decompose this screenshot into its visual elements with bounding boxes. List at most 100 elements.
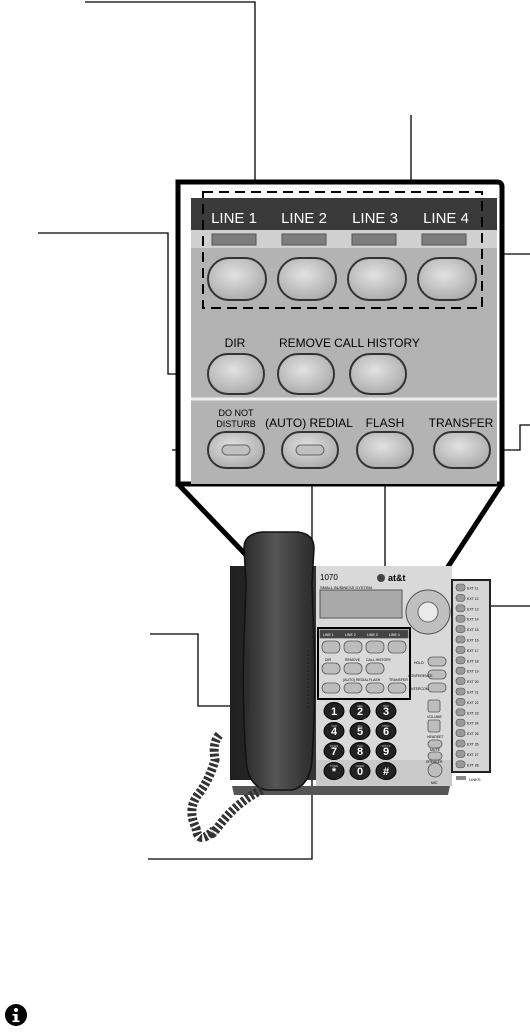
extension-key[interactable]	[455, 760, 466, 769]
extension-key[interactable]	[455, 708, 466, 717]
extension-label: EXT 20	[467, 680, 479, 684]
brand-label: at&t	[388, 573, 406, 583]
keypad-key-star[interactable]	[323, 762, 345, 780]
call-history-label: CALL HISTORY	[334, 336, 420, 350]
extension-label: EXT 21	[467, 691, 479, 695]
extension-key[interactable]	[455, 594, 466, 602]
line-1-key[interactable]	[207, 257, 267, 301]
keypad-letters: PQRS	[330, 744, 339, 748]
keypad-key-1[interactable]	[323, 702, 345, 720]
led-row	[211, 233, 467, 246]
keypad-digit: 7	[331, 746, 337, 758]
links-indicator	[456, 776, 466, 780]
mini-callout-highlight	[317, 627, 411, 700]
extension-label: EXT 23	[467, 711, 479, 715]
extension-key[interactable]	[455, 718, 466, 727]
dnd-led	[221, 444, 251, 456]
mini-redial-key	[343, 682, 363, 694]
keypad-key-8[interactable]	[349, 742, 371, 760]
auto-redial-label: (AUTO) REDIAL	[265, 416, 353, 430]
keypad-letters: TONE	[330, 764, 338, 768]
extension-key[interactable]	[455, 677, 466, 685]
keypad-key-5[interactable]	[349, 722, 371, 740]
model-label: 1070	[320, 573, 338, 582]
mini-dir-key	[321, 662, 341, 675]
telephone: 1070 at&t SMALL BUSINESS SYSTEM LINE 1 L…	[187, 531, 491, 842]
mini-remove-key	[343, 662, 363, 675]
function-keys	[207, 353, 407, 395]
keypad-digit: 1	[331, 706, 337, 718]
keypad-digit: 0	[357, 766, 363, 778]
keypad-letters: GHI	[331, 724, 337, 728]
callout-panel: LINE 1 LINE 2 LINE 3 LINE 4 DIR REMOVE C…	[175, 179, 505, 487]
mini-dnd-key	[321, 682, 341, 694]
mini-line-key	[321, 640, 341, 654]
hold-label: HOLD	[414, 661, 424, 665]
keypad-key-pound[interactable]	[375, 762, 397, 780]
transfer-label: TRANSFER	[429, 416, 494, 430]
dnd-label: DO NOT	[219, 408, 255, 418]
handset-cord	[187, 730, 264, 842]
line-key-label: LINE 3	[352, 210, 398, 227]
extension-key[interactable]	[455, 604, 466, 613]
extension-key[interactable]	[455, 666, 466, 675]
extension-key[interactable]	[455, 614, 466, 623]
extension-label: EXT 15	[467, 628, 479, 632]
flash-key[interactable]	[356, 431, 414, 469]
headset-label: HEADSET	[427, 735, 444, 739]
mini-history-key	[365, 662, 385, 675]
mute-label: MUTE	[430, 748, 441, 752]
line-2-key[interactable]	[277, 257, 337, 301]
keypad-key-9[interactable]	[375, 742, 397, 760]
mini-line-key	[343, 640, 363, 654]
keypad-digit: 9	[383, 746, 389, 758]
leader-handset	[150, 633, 243, 707]
keypad-key-0[interactable]	[349, 762, 371, 780]
line-4-key[interactable]	[417, 257, 477, 301]
handset	[242, 531, 316, 791]
mini-bottom-label: FLASH	[369, 678, 381, 682]
extension-key[interactable]	[455, 687, 466, 696]
extension-key[interactable]	[455, 698, 466, 706]
extension-key[interactable]	[455, 729, 466, 737]
led-indicator	[421, 233, 467, 246]
keypad-key-6[interactable]	[375, 722, 397, 740]
extension-key[interactable]	[455, 583, 466, 592]
leader-transfer	[498, 424, 530, 451]
extension-label: EXT 14	[467, 618, 479, 622]
mini-bottom-label: TRANSFER	[389, 678, 408, 682]
extension-key[interactable]	[455, 739, 466, 748]
keypad-letters: ABC	[357, 704, 364, 708]
extension-label: EXT 13	[467, 607, 479, 611]
extension-key[interactable]	[455, 750, 466, 758]
led-indicator	[211, 233, 257, 246]
led-indicator	[351, 233, 397, 246]
hold-key	[427, 656, 447, 667]
redial-led	[295, 444, 325, 456]
volume-label: VOLUME	[427, 715, 442, 719]
remove-key[interactable]	[277, 353, 335, 395]
keypad-key-3[interactable]	[375, 702, 397, 720]
dir-key[interactable]	[207, 353, 265, 395]
keypad-digit: #	[383, 766, 389, 778]
mini-function-label: REMOVE	[345, 658, 361, 662]
call-history-key[interactable]	[349, 353, 407, 395]
keypad-letters: JKL	[357, 724, 363, 728]
led-indicator	[281, 233, 327, 246]
links-label: LINKS	[469, 777, 481, 782]
extension-key[interactable]	[455, 656, 466, 665]
mini-line-key	[365, 640, 385, 654]
extension-key[interactable]	[455, 646, 466, 654]
extension-key[interactable]	[455, 635, 466, 644]
mini-line-label: LINE 1	[323, 633, 334, 637]
mic-label: MIC	[431, 781, 438, 785]
extension-key[interactable]	[455, 625, 466, 633]
keypad-key-7[interactable]	[323, 742, 345, 760]
keypad-key-4[interactable]	[323, 722, 345, 740]
keypad-key-2[interactable]	[349, 702, 371, 720]
transfer-key[interactable]	[433, 431, 491, 469]
flash-label: FLASH	[366, 416, 405, 430]
line-3-key[interactable]	[347, 257, 407, 301]
line-keys	[207, 257, 477, 301]
